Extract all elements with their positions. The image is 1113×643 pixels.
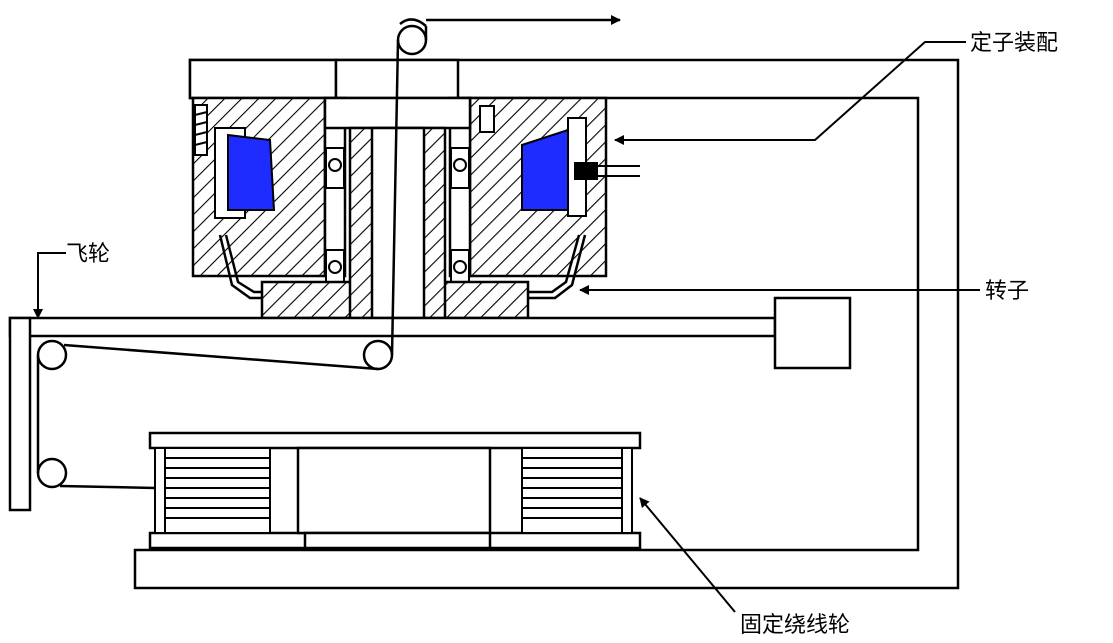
pulley-bar-left bbox=[36, 339, 68, 371]
label-flywheel: 飞轮 bbox=[66, 242, 111, 267]
pulley-bottom-left bbox=[36, 457, 68, 489]
pulley-bar-right bbox=[362, 339, 394, 371]
stator-coil-left bbox=[214, 127, 276, 219]
lead-wires bbox=[574, 162, 640, 180]
winding-drum-right bbox=[521, 447, 633, 534]
winding-drum-left bbox=[154, 447, 271, 534]
top-plate bbox=[188, 58, 460, 100]
label-rotor: 转子 bbox=[985, 279, 1030, 304]
bearings bbox=[325, 147, 470, 285]
shaft-hub bbox=[348, 126, 447, 320]
label-fixed-winding-drum: 固定绕线轮 bbox=[740, 613, 851, 638]
left-screw bbox=[194, 104, 208, 156]
leader-lines bbox=[33, 41, 980, 613]
pulleys bbox=[36, 24, 428, 489]
right-slot bbox=[479, 105, 495, 133]
pulley-top bbox=[396, 24, 428, 56]
rope bbox=[36, 15, 621, 490]
base-assembly bbox=[148, 431, 642, 550]
label-stator-assembly: 定子装配 bbox=[970, 31, 1059, 56]
